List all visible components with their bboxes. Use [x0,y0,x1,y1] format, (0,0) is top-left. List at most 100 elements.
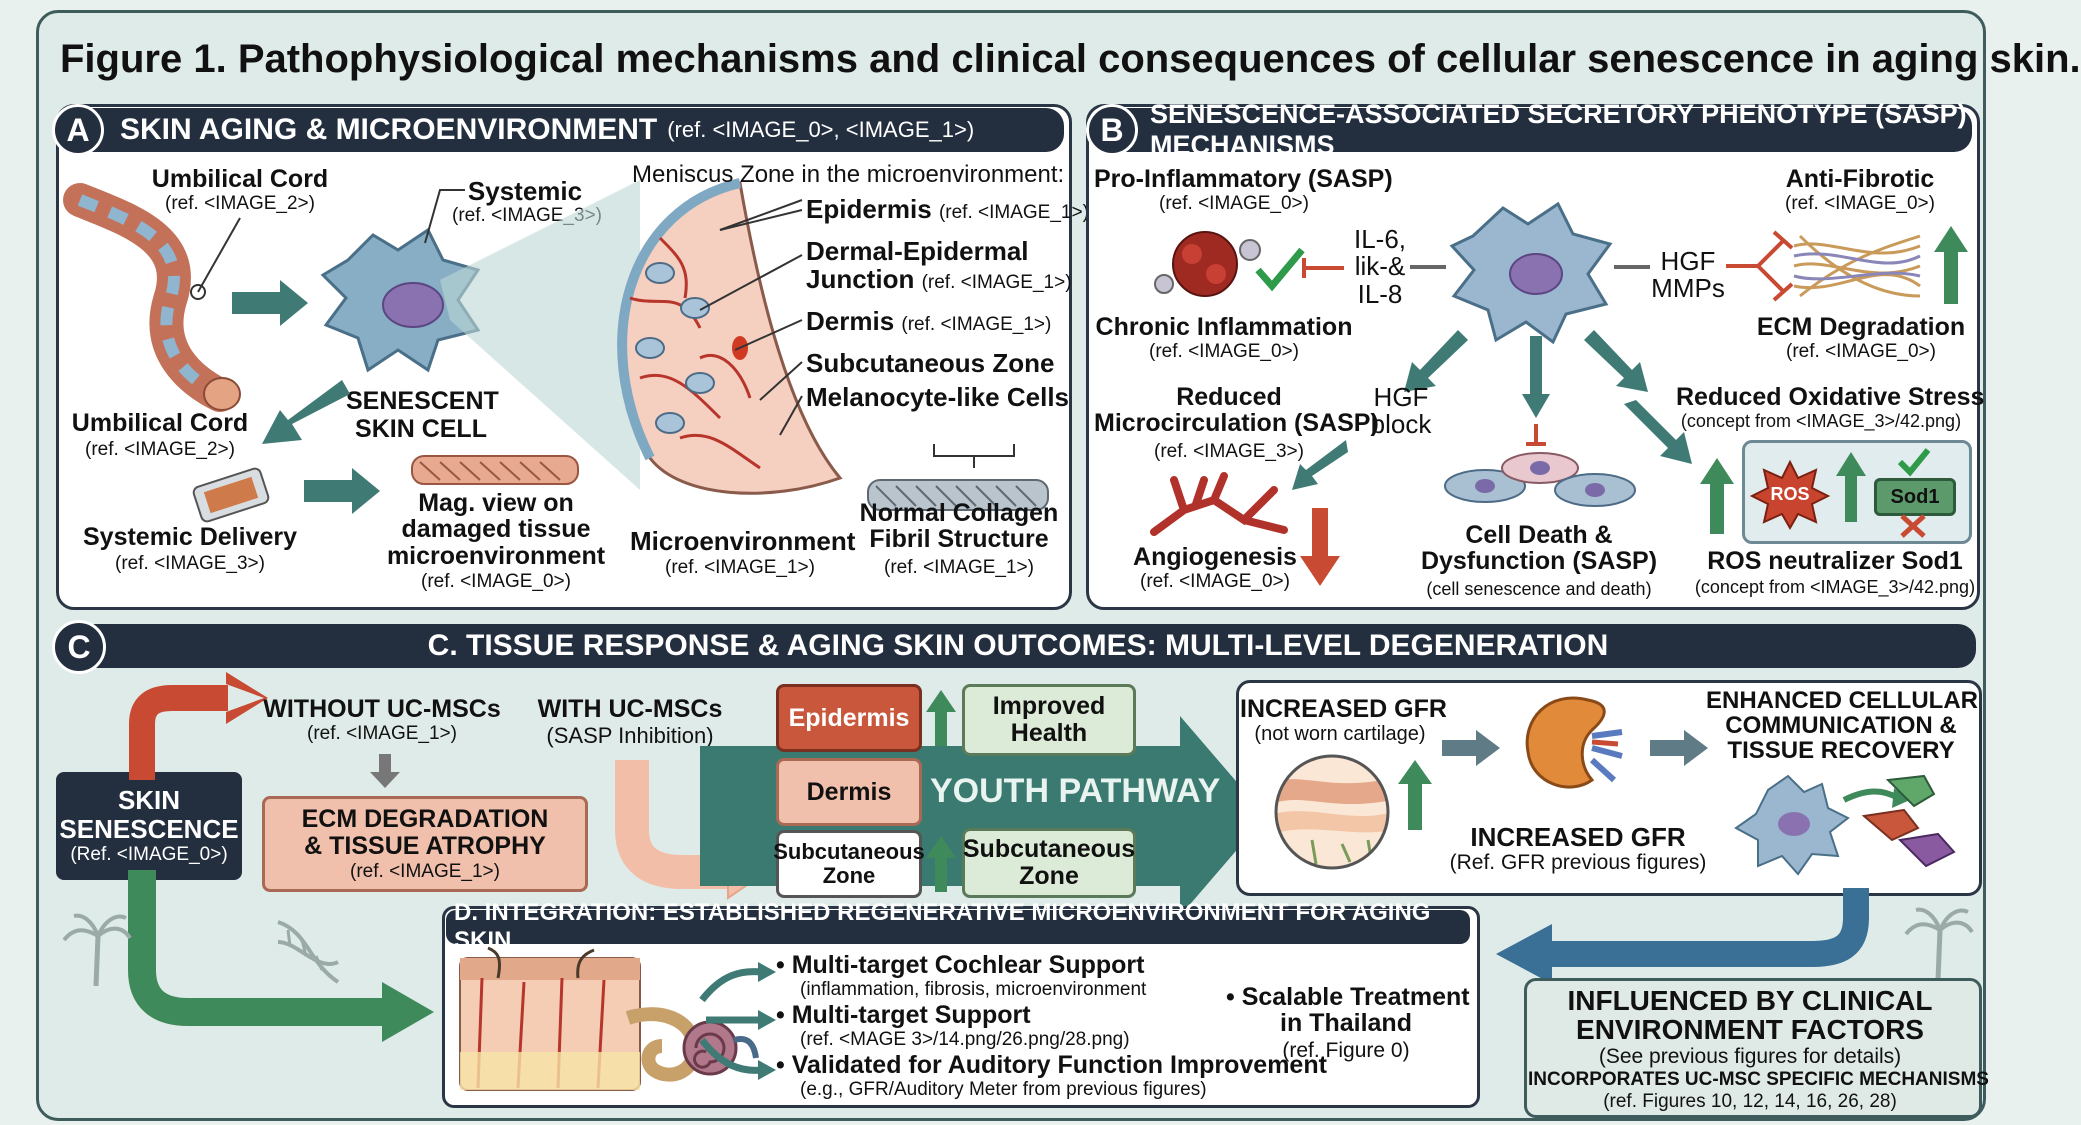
microenvironment-label: Microenvironment [630,526,856,556]
meniscus-zone-label: Meniscus Zone in the microenvironment: [632,161,1065,188]
melanocyte-label: Melanocyte-like Cells [806,382,1069,412]
panel-c-header: C. TISSUE RESPONSE & AGING SKIN OUTCOMES… [60,624,1976,668]
sod1-check-icon [1897,448,1931,477]
without-label: WITHOUT UC-MSCs [263,695,501,723]
skin-ear-illustration [459,946,759,1091]
reduced-micro-label: Reduced Microcirculation (SASP) [1094,383,1379,438]
angiogenesis-ref: (ref. <IMAGE_0>) [1140,571,1290,592]
bullet-2-sub: (ref. <MAGE 3>/14.png/26.png/28.png) [800,1029,1130,1050]
with-ref: (SASP Inhibition) [546,723,714,748]
panel-b-header: SENESCENCE-ASSOCIATED SECRETORY PHENOTYP… [1090,99,1972,160]
ecm-atrophy-label: ECM DEGRADATION & TISSUE ATROPHY [301,804,549,860]
chronic-inflammation-ref: (ref. <IMAGE_0>) [1149,341,1299,362]
inflammation-cells-icon [1154,231,1305,297]
arrow-gfr-to-kidney [1442,730,1500,766]
subcutaneous-box: Subcutaneous Zone [773,830,925,898]
bullet-3: • Validated for Auditory Function Improv… [776,1051,1327,1079]
chronic-inflammation-label: Chronic Inflammation [1095,313,1353,341]
ros-label: ROS [1770,484,1810,504]
arrow-to-oxidative [1624,400,1692,464]
arrow-cell-to-vial [262,380,350,444]
il-dash-line [1410,265,1446,269]
damaged-fibril-icon [411,455,579,485]
integration-arrows [699,962,776,1080]
epidermis-ref: (ref. <IMAGE_1>) [938,202,1089,223]
hgf-dash-line [1614,265,1650,269]
dermis-label: Dermis (ref. <IMAGE_1>) [806,307,1052,335]
skin-senescence-label: SKIN SENESCENCE [59,785,239,844]
arrow-gfr-to-integration [1496,888,1869,984]
collagen-fibril-icon [867,444,1049,511]
senescent-cell-icon [320,227,481,373]
dej-label: Dermal-Epidermal [806,236,1029,266]
dermis-ref: (ref. <IMAGE_1>) [901,314,1052,335]
ros-burst-icon [1749,459,1831,531]
bullet-1: • Multi-target Cochlear Support [776,951,1145,979]
panel-b-title: SENESCENCE-ASSOCIATED SECRETORY PHENOTYP… [1150,99,1967,160]
zoom-cone [440,180,640,490]
collagen-ref: (ref. <IMAGE_1>) [884,557,1034,578]
increased-gfr-2-ref: (Ref. GFR previous figures) [1449,851,1707,874]
dna-icon [277,920,340,984]
ros-neutralizer-ref: (concept from <IMAGE_3>/42.png) [1694,577,1976,597]
sasp-branch-arrows [1404,330,1648,418]
vial-icon [192,467,270,523]
skin-senescence-ref: (Ref. <IMAGE_0>) [70,843,228,865]
anti-fibrotic-ref: (ref. <IMAGE_0>) [1785,193,1935,214]
bullet-3-sub: (e.g., GFR/Auditory Meter from previous … [800,1079,1207,1100]
up-arrow-anti-fibrotic [1934,226,1968,304]
pro-inflammatory-label: Pro-Inflammatory (SASP) [1094,165,1393,193]
umbilical-cord-illustration [63,183,241,412]
collagen-label: Normal Collagen Fibril Structure [859,499,1059,554]
ecm-degradation-ref: (ref. <IMAGE_0>) [1786,341,1936,362]
panel-d-header: D. INTEGRATION: ESTABLISHED REGENERATIVE… [446,899,1470,954]
mag-view-label: Mag. view on damaged tissue microenviron… [386,489,606,570]
down-arrow-angiogenesis [1300,508,1340,586]
epidermis-box: Epidermis [776,684,922,752]
incorporates-label: INCORPORATES UC-MSC SPECIFIC MECHANISMS [1528,1069,1989,1090]
arrow-cord-to-cell [232,280,308,326]
systemic-label: Systemic [467,176,583,206]
dysfunctional-cells-icon [1444,452,1636,507]
influenced-sub: (See previous figures for details) [1598,1045,1902,1068]
ros-neutralizer-label: ROS neutralizer Sod1 [1707,547,1963,575]
ecm-atrophy-ref: (ref. <IMAGE_1>) [350,860,500,882]
figure: Figure 1. Pathophysiological mechanisms … [36,10,2081,1121]
angiogenesis-label: Angiogenesis [1133,543,1297,571]
arrow-kidney-to-cells [1650,730,1708,766]
dej-label-2: Junction (ref. <IMAGE_1>) [806,265,1072,293]
systemic-delivery-ref: (ref. <IMAGE_3>) [115,553,265,574]
sod1-badge: Sod1 [1874,478,1956,516]
bullet-1-sub: (inflammation, fibrosis, microenvironmen… [800,979,1147,1000]
mag-view-ref: (ref. <IMAGE_0>) [421,571,571,592]
anti-fibrotic-label: Anti-Fibrotic [1785,165,1935,193]
panel-a-letter: A [52,104,104,156]
epidermis-label: Epidermis (ref. <IMAGE_1>) [806,195,1089,223]
sod1-x-icon [1900,514,1926,538]
skin-senescence-box: SKIN SENESCENCE (Ref. <IMAGE_0>) [56,772,242,880]
increased-gfr-2-label: INCREASED GFR [1470,822,1686,852]
scalable-label: • Scalable Treatment in Thailand [1226,983,1470,1038]
hgf-block-label: HGF block [1370,382,1432,440]
scalable-ref: (ref. Figure 0) [1282,1039,1410,1062]
figure-title: Figure 1. Pathophysiological mechanisms … [60,37,2081,81]
microenvironment-ref: (ref. <IMAGE_1>) [665,557,815,578]
il-label: IL-6, lik-& IL-8 [1353,224,1407,309]
enhanced-label: ENHANCED CELLULAR COMMUNICATION & TISSUE… [1706,687,1978,765]
with-label: WITH UC-MSCs [537,695,723,723]
influenced-box [1524,978,1982,1118]
arrow-to-angiogenesis [1292,440,1348,490]
umbilical-cord-top-ref: (ref. <IMAGE_2>) [165,193,315,214]
umbilical-cord-bottom-label: Umbilical Cord [71,409,249,437]
senescent-cell-label: SENESCENT SKIN CELL [346,387,499,443]
palm-tree-left-icon [62,913,132,987]
arrow-vial-to-tissue [304,468,380,514]
up-arrow-ros [1836,452,1866,522]
cell-death-ref: (cell senescence and death) [1426,579,1652,599]
panel-b-letter: B [1086,104,1138,156]
angiogenesis-vessels-icon [1150,472,1288,536]
communicating-cells-icon [1734,774,1956,876]
bullet-2: • Multi-target Support [776,1001,1031,1029]
inhibit-cell-death [1526,424,1546,446]
up-arrow-gfr [1398,760,1432,830]
